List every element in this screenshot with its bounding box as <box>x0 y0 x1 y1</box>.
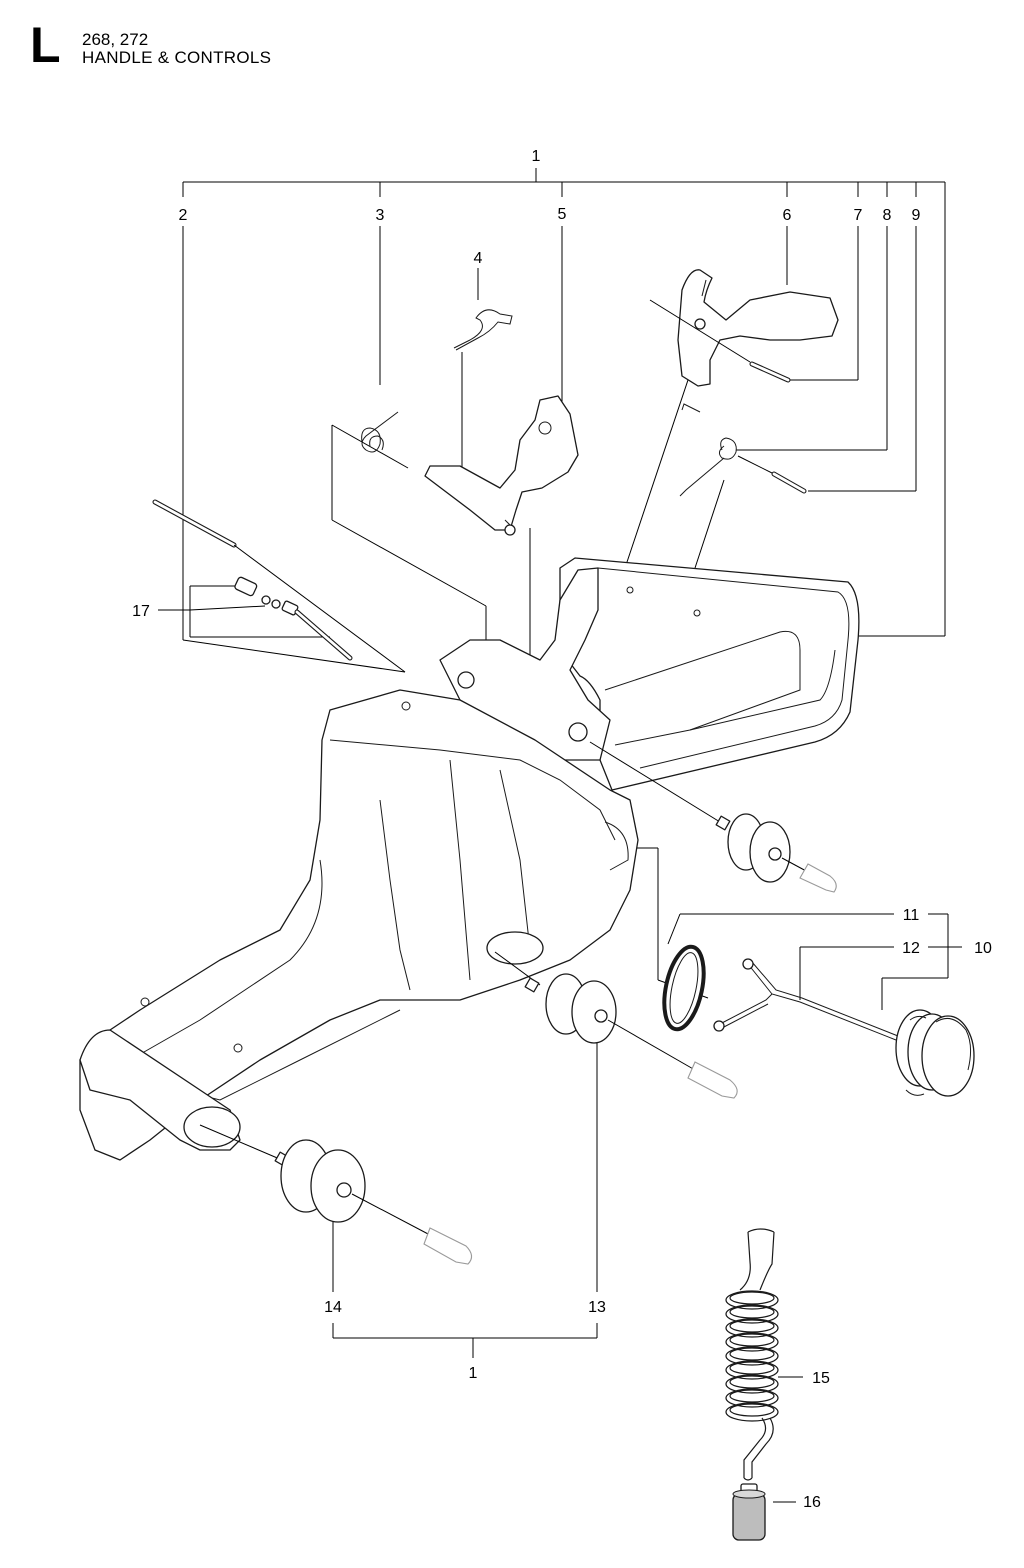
pin-part-7 <box>649 299 791 383</box>
callout-5: 5 <box>558 206 567 223</box>
callout-10: 10 <box>974 940 992 957</box>
fuel-filter-part-16 <box>732 1483 766 1541</box>
clip-part-4 <box>453 309 513 351</box>
callout-4: 4 <box>474 250 483 267</box>
section-letter: L <box>30 17 61 73</box>
o-ring-part-11 <box>662 944 706 1032</box>
callout-14: 14 <box>324 1299 342 1316</box>
callout-7: 7 <box>854 207 863 224</box>
callout-15: 15 <box>812 1370 830 1387</box>
callout-labels: 1 2 3 4 5 6 7 8 9 17 11 12 10 14 13 1 15… <box>132 148 992 1511</box>
pin-part-9 <box>737 455 807 494</box>
top-bracket-leaders <box>182 168 946 712</box>
pin-set-part-17 <box>234 576 353 661</box>
callout-11: 11 <box>903 907 920 924</box>
callout-17-leaders <box>158 585 330 638</box>
callout-8: 8 <box>883 207 892 224</box>
handle-body <box>79 557 860 1161</box>
page-title: HANDLE & CONTROLS <box>82 48 272 67</box>
callout-13: 13 <box>588 1299 606 1316</box>
brake-lever-part-6 <box>677 269 839 387</box>
callout-16: 16 <box>803 1494 821 1511</box>
callout-2: 2 <box>179 207 188 224</box>
bottom-bracket-leaders <box>332 1040 803 1503</box>
callout-1-top: 1 <box>532 148 541 165</box>
callout-1-bottom: 1 <box>469 1365 478 1382</box>
fuel-cap-part-10 <box>895 1009 975 1097</box>
spring-part-8 <box>679 403 737 497</box>
callout-6: 6 <box>783 207 792 224</box>
vibration-damper-13 <box>494 951 738 1099</box>
throttle-lever-part-5 <box>424 395 579 536</box>
rod-part-2 <box>152 499 406 673</box>
spring-part-3 <box>361 411 399 453</box>
callout-3: 3 <box>376 207 385 224</box>
model-numbers: 268, 272 <box>82 30 149 49</box>
fuel-hose-part-15 <box>725 1228 779 1481</box>
vibration-damper-14 <box>199 1124 473 1265</box>
cap-strap-part-12 <box>713 958 899 1041</box>
vibration-damper-upper <box>589 741 837 893</box>
callout-9: 9 <box>912 207 921 224</box>
callout-12: 12 <box>902 940 920 957</box>
callout-17: 17 <box>132 603 150 620</box>
